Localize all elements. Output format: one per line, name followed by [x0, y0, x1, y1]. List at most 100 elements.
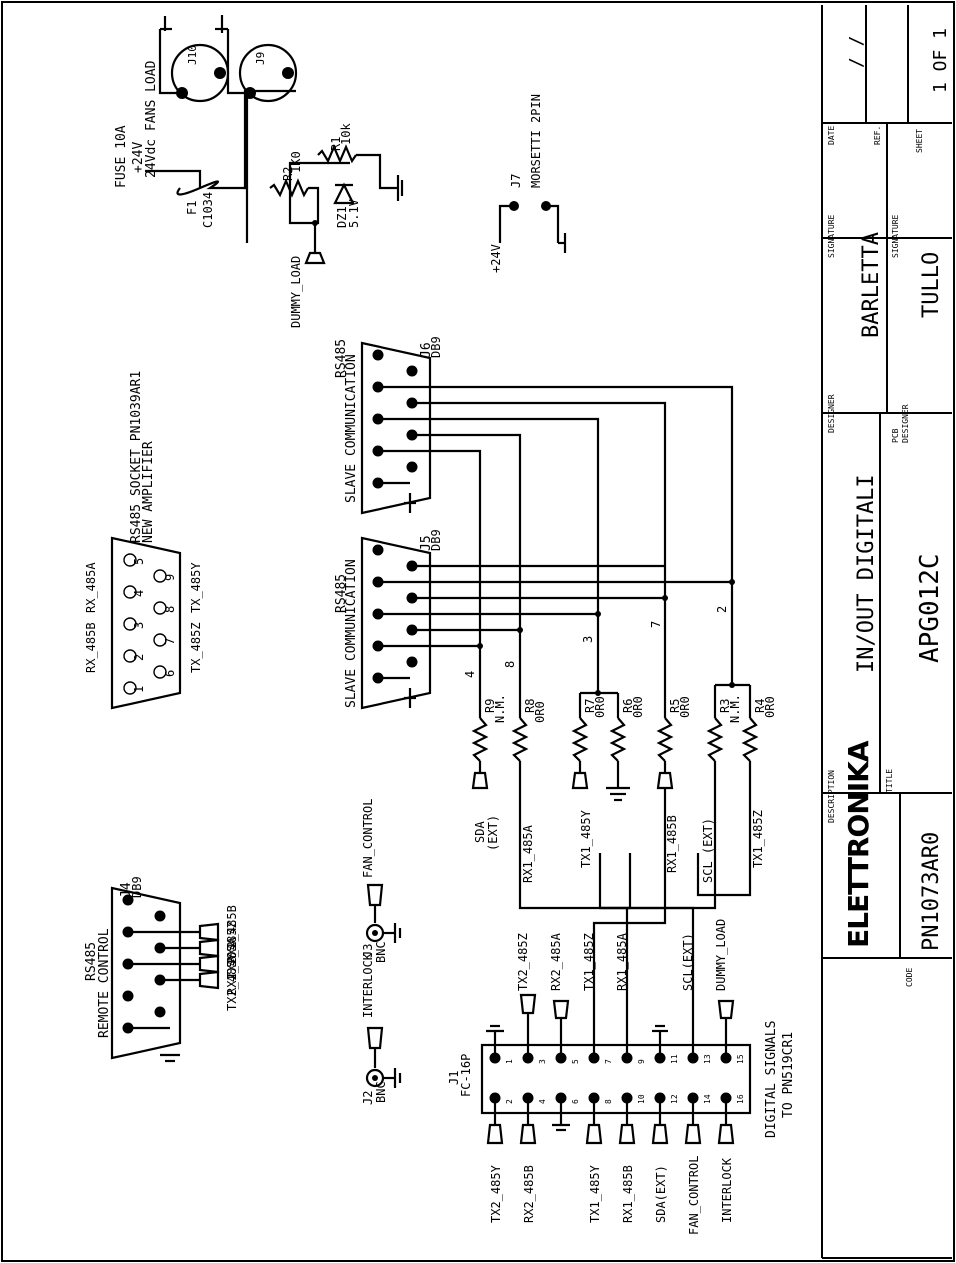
r1-to-ground-wire	[356, 153, 395, 190]
resistor-r6	[609, 717, 627, 762]
designer-value: BARLETTA	[859, 232, 884, 338]
j1-pin-label-3: 3	[538, 1059, 547, 1064]
port-tx2-485y	[198, 970, 220, 990]
junction-pin4	[477, 643, 483, 649]
rs485-socket: 1 2 3 4 5 6 7 8 9 RX_485B RX_485A TX_485…	[84, 371, 203, 710]
connector-j1: J1 FC-16P TX2_485Z RX2_485A TX1_485Z RX1…	[447, 788, 796, 1235]
r4-net: TX1_485Z	[751, 810, 765, 868]
signature-label: SIGNATURE	[827, 214, 836, 258]
pcb-designer-label: PCB	[891, 428, 900, 443]
ground-symbol	[393, 1068, 402, 1088]
connector-j2: J2 BNC INTERLOCK	[361, 952, 402, 1105]
resistor-r4	[741, 717, 759, 762]
supply-24v: +24V	[131, 142, 146, 173]
ground-symbol	[404, 493, 416, 513]
socket-pin7	[153, 633, 167, 647]
bus-number-7: 7	[649, 621, 663, 628]
j1-bottom-net-5: SDA(EXT)	[654, 1165, 668, 1223]
r6-val: 0R0	[631, 696, 645, 718]
fan-connector-j9	[238, 43, 298, 103]
ground-symbol	[160, 16, 172, 31]
j6-pin6	[406, 365, 418, 377]
socket-tx-y: TX_485Y	[189, 562, 203, 613]
zener-anode-wire	[288, 161, 350, 225]
supply-lead	[145, 169, 202, 188]
r4-net-tx1-485z	[696, 761, 752, 897]
r5-val: 0R0	[678, 696, 692, 718]
r6-ref: R6	[621, 699, 635, 713]
bus-j6-pin2	[378, 385, 734, 685]
socket-pin-label-9: 9	[163, 574, 177, 581]
j6-housing	[360, 341, 432, 515]
j1-pin-label-14: 14	[703, 1094, 712, 1104]
socket-pin3	[123, 617, 137, 631]
socket-rx-a: RX_485A	[84, 562, 98, 613]
bus-j6-pin3	[378, 417, 600, 693]
r1-ref: R1	[329, 137, 343, 151]
j1-pin-label-5: 5	[571, 1059, 580, 1064]
socket-pin6	[153, 665, 167, 679]
j10-ground-wire	[158, 29, 182, 95]
j1-tx1-485z-route	[592, 788, 667, 1058]
j5-ref: J5	[419, 535, 434, 551]
j1-pin-label-9: 9	[637, 1059, 646, 1064]
j10-pin1	[214, 67, 226, 79]
description-label: DESCRIPTION	[827, 770, 836, 823]
socket-rx-b: RX_485B	[84, 622, 98, 673]
r8-net-rx1-485a	[518, 761, 632, 910]
sheet-value: 1 OF 1	[930, 28, 951, 93]
socket-pin-label-3: 3	[132, 622, 146, 629]
port-sda	[471, 771, 489, 790]
j7-name: MORSETTI 2PIN	[529, 94, 543, 188]
r2-ref: R2	[281, 167, 295, 181]
dummy-load-port	[304, 251, 326, 265]
socket-pin-label-5: 5	[132, 558, 146, 565]
j6-type: DB9	[429, 336, 443, 358]
ground-symbol	[552, 1123, 570, 1132]
j3-net: FAN_CONTROL	[361, 799, 375, 878]
ground-symbol	[215, 15, 228, 33]
j6-ref: J6	[419, 342, 434, 358]
r7-net: TX1_485Y	[579, 809, 593, 868]
j1-pin-label-6: 6	[571, 1099, 580, 1104]
supply-wire	[215, 186, 249, 243]
bus-number-8: 8	[503, 661, 517, 668]
port-j1-tx1-485y	[585, 1123, 603, 1145]
connector-j7: J7 MORSETTI 2PIN +24V	[489, 94, 567, 273]
j4-line2: REMOTE CONTROL	[97, 928, 112, 1038]
connector-j6: RS485 SLAVE COMMUNICATION J6 DB9	[334, 336, 443, 515]
j3-ref: J3	[361, 944, 375, 958]
port-j1-dummy-load	[717, 999, 735, 1020]
ground-symbol	[404, 688, 416, 708]
j4-net-rx2-485b: RX2_485B	[225, 905, 239, 963]
j7-ground-wire	[546, 204, 560, 243]
j1-type: FC-16P	[459, 1054, 473, 1097]
j2-type: BNC	[374, 1081, 388, 1103]
j10-label: J10	[186, 45, 199, 65]
ground-symbol	[160, 1053, 180, 1063]
r7-val: 0R0	[593, 696, 607, 718]
socket-pin5	[123, 553, 137, 567]
j2-net: INTERLOCK	[361, 952, 375, 1018]
pcb-designer-label-2: DESIGNER	[901, 404, 910, 443]
r9-ref: R9	[483, 699, 497, 713]
connector-j5: RS485 SLAVE COMMUNICATION J5 DB9	[334, 529, 443, 710]
j5-pin9	[406, 656, 418, 668]
j1-top-net-1: TX2_485Z	[516, 933, 530, 991]
bus-j6-pin4	[378, 449, 482, 688]
j1-scl-route	[600, 906, 695, 1058]
j1-caption-1: DIGITAL SIGNALS	[764, 1021, 779, 1138]
fuse-f1	[176, 180, 220, 196]
j3-bnc-center	[372, 930, 378, 936]
j4-line1: RS485	[84, 942, 99, 981]
port-j1-rx1-485b	[618, 1123, 636, 1145]
bus-j6-pin8	[412, 433, 522, 688]
socket-pin9	[153, 569, 167, 583]
sda-label: SDA	[473, 821, 487, 843]
junction-pin2	[729, 579, 735, 585]
ground-symbol	[652, 1024, 668, 1033]
zener-dz1	[333, 182, 355, 205]
r3-val: N.M.	[728, 694, 742, 723]
date-value: / /	[846, 35, 867, 68]
j1-body	[480, 1043, 752, 1115]
